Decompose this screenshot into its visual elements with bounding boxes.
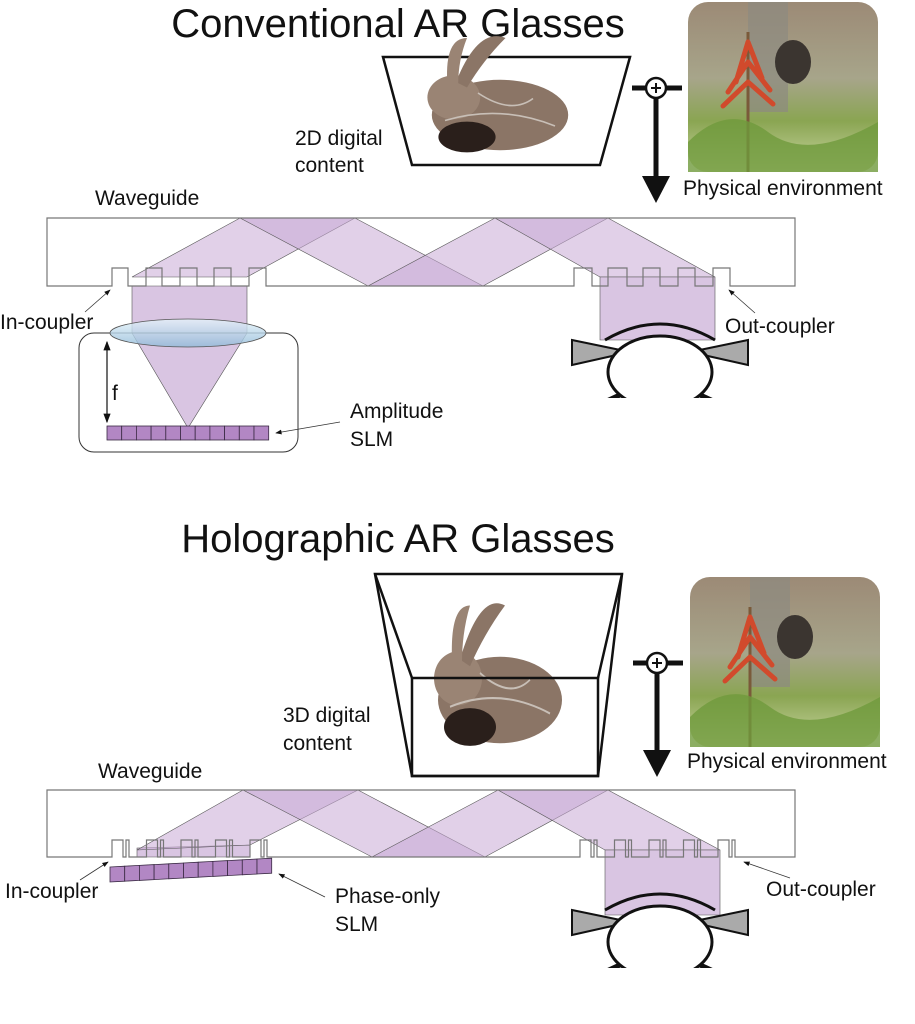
- eye-icon: [552, 324, 768, 470]
- conventional-section: Conventional AR Glasses 2D digital conte…: [0, 2, 883, 470]
- slm-pixel: [168, 862, 184, 880]
- eye-icon: [552, 894, 768, 1024]
- slm-pixel: [150, 425, 167, 441]
- slm-pointer: [275, 421, 341, 435]
- slm-pixel: [253, 425, 270, 441]
- waveguide: [46, 217, 796, 287]
- in-coupler-pointer: [79, 861, 109, 881]
- physical-environment-photo: [688, 2, 878, 172]
- focal-length-label: f: [112, 382, 118, 405]
- slm-pixel: [241, 858, 258, 876]
- waveguide: [46, 789, 796, 858]
- physical-environment-photo: [690, 577, 880, 747]
- slm-label-line2: SLM: [350, 428, 393, 451]
- slm-pixel: [224, 425, 240, 441]
- in-coupler-pointer: [84, 289, 111, 313]
- content-label-line2: content: [295, 154, 364, 177]
- slm-pixel: [106, 425, 123, 441]
- out-coupler-label: Out-coupler: [766, 878, 876, 901]
- slm-pixel: [209, 425, 225, 441]
- conventional-title: Conventional AR Glasses: [171, 2, 625, 46]
- slm-pixel: [183, 861, 199, 879]
- slm-pixel: [194, 425, 211, 441]
- in-coupler-label: In-coupler: [0, 311, 93, 334]
- slm-pixel: [212, 860, 229, 877]
- slm-pixel: [227, 859, 243, 877]
- amplitude-slm: [106, 425, 270, 441]
- slm-pixel: [124, 864, 140, 882]
- slm-pointer: [278, 873, 326, 898]
- environment-label: Physical environment: [683, 177, 883, 200]
- slm-pixel: [109, 865, 126, 883]
- out-coupler-pointer: [728, 289, 756, 314]
- 3d-content-frame: [373, 572, 624, 778]
- out-coupler-label: Out-coupler: [725, 315, 835, 338]
- phase-only-slm: [109, 857, 273, 883]
- slm-label-line1: Phase-only: [335, 885, 441, 908]
- slm-pixel: [165, 425, 181, 441]
- slm-pixel: [153, 863, 170, 881]
- slm-pixel: [138, 864, 155, 881]
- slm-pixel: [256, 857, 273, 875]
- slm-label-line2: SLM: [335, 913, 378, 936]
- slm-label-line1: Amplitude: [350, 400, 443, 423]
- holographic-title: Holographic AR Glasses: [181, 517, 615, 561]
- waveguide-label: Waveguide: [98, 760, 202, 783]
- content-label-line2: content: [283, 732, 352, 755]
- slm-pixel: [238, 425, 255, 441]
- slm-pixel: [197, 860, 214, 878]
- content-label-line1: 2D digital: [295, 127, 383, 150]
- combine-plus-icon: [633, 653, 683, 673]
- slm-pixel: [121, 425, 137, 441]
- waveguide-label: Waveguide: [95, 187, 199, 210]
- holographic-section: Holographic AR Glasses 3D digital conten…: [5, 517, 887, 1024]
- 2d-content-frame: [381, 35, 632, 167]
- bunny-2d-image: [426, 35, 570, 154]
- content-label-line1: 3D digital: [283, 704, 371, 727]
- combine-plus-icon: [632, 78, 682, 98]
- in-coupler-label: In-coupler: [5, 880, 98, 903]
- slm-pixel: [135, 425, 152, 441]
- slm-pixel: [180, 425, 196, 441]
- environment-label: Physical environment: [687, 750, 887, 773]
- out-coupler-pointer: [743, 861, 791, 879]
- lens: [109, 318, 267, 348]
